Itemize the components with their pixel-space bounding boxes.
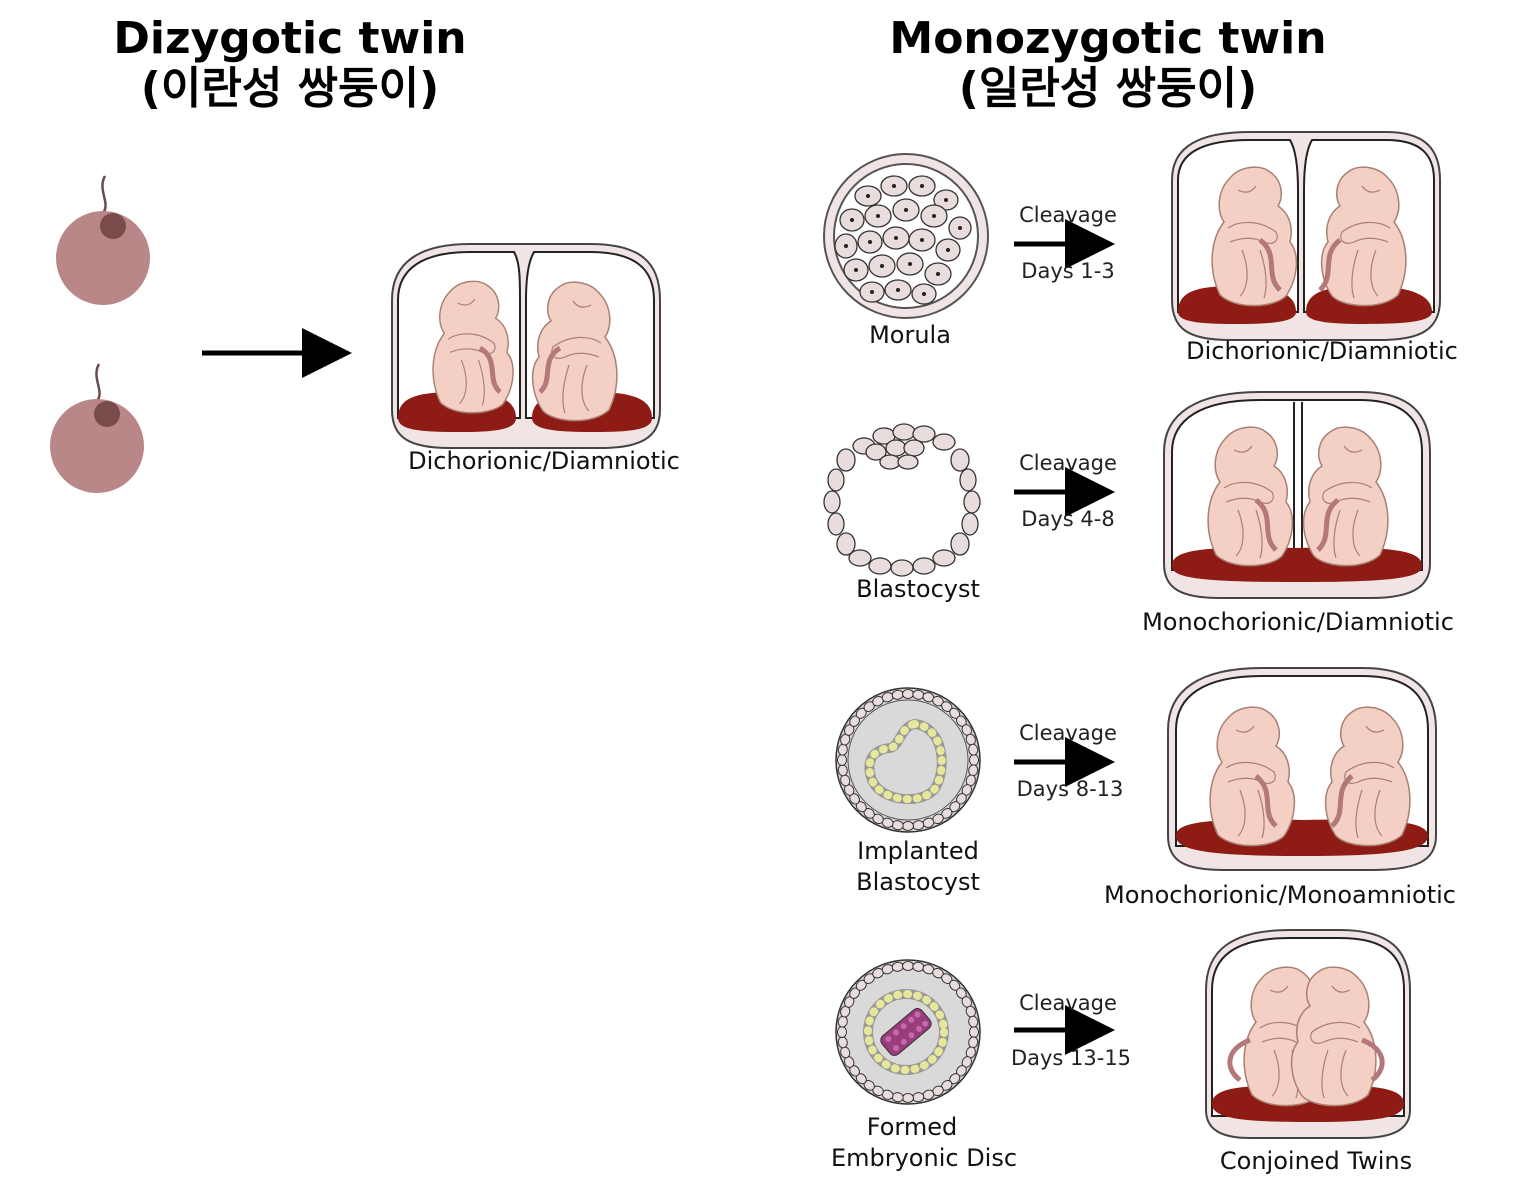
result-sac-row4 (1205, 929, 1411, 1139)
trophoblast-cell (902, 1093, 914, 1103)
implanted-blastocyst (835, 687, 981, 833)
dizygotic-title-en: Dizygotic twin (113, 13, 467, 64)
trophoblast-cell (902, 961, 914, 971)
result-label-row3: Monochorionic/Monoamniotic (1104, 881, 1456, 909)
trophoblast-cell (968, 743, 979, 756)
stage-label-implanted-line2: Blastocyst (856, 868, 980, 896)
trophoblast-cell (969, 754, 979, 766)
dizygotic-title-ko: (이란성 쌍둥이) (140, 63, 440, 114)
trophoblast-cell (902, 689, 914, 699)
stage-label-morula: Morula (869, 321, 951, 349)
egg-top (54, 174, 152, 307)
stage-label-formed-line2: Embryonic Disc (830, 1144, 1018, 1172)
result-sac-row3 (1167, 667, 1437, 871)
stage-label-formed-line1: Formed (866, 1113, 958, 1141)
monozygotic-title-ko: (일란성 쌍둥이) (958, 63, 1258, 114)
monozygotic-title-en: Monozygotic twin (889, 13, 1327, 64)
result-label-row2: Monochorionic/Diamniotic (1142, 608, 1454, 636)
arrow-label-bottom-row3: Days 8-13 (1016, 777, 1124, 801)
arrow-label-bottom-row2: Days 4-8 (1021, 507, 1115, 531)
result-sac-row2 (1163, 391, 1431, 599)
morula (823, 153, 989, 319)
trophoblast-cell (969, 1026, 979, 1038)
trophoblast-cell (837, 1026, 847, 1038)
stage-label-implanted-line1: Implanted (857, 837, 979, 865)
arrow-label-bottom-row1: Days 1-3 (1021, 259, 1115, 283)
trophoblast-cell (902, 821, 914, 831)
arrow-label-top-row1: Cleavage (1019, 203, 1117, 227)
result-sac-row1 (1171, 131, 1441, 341)
arrow-label-top-row2: Cleavage (1019, 451, 1117, 475)
monozygotic-heading: Monozygotic twin (일란성 쌍둥이) (858, 14, 1358, 114)
dizygotic-result-label: Dichorionic/Diamniotic (408, 447, 680, 475)
trophoblast-cell (837, 754, 847, 766)
result-label-row4: Conjoined Twins (1219, 1147, 1413, 1175)
arrow-label-bottom-row4: Days 13-15 (1010, 1046, 1132, 1070)
stage-label-blastocyst: Blastocyst (856, 575, 980, 603)
blastocyst (823, 423, 981, 577)
result-label-row1: Dichorionic/Diamniotic (1186, 337, 1458, 365)
formed-embryonic-disc (835, 959, 981, 1105)
arrow-label-top-row4: Cleavage (1019, 991, 1117, 1015)
dizygotic-heading: Dizygotic twin (이란성 쌍둥이) (90, 14, 490, 114)
dizygotic-sac (391, 243, 661, 449)
egg-bottom (48, 362, 146, 495)
arrow-label-top-row3: Cleavage (1019, 721, 1117, 745)
trophoblast-cell (968, 1015, 979, 1028)
